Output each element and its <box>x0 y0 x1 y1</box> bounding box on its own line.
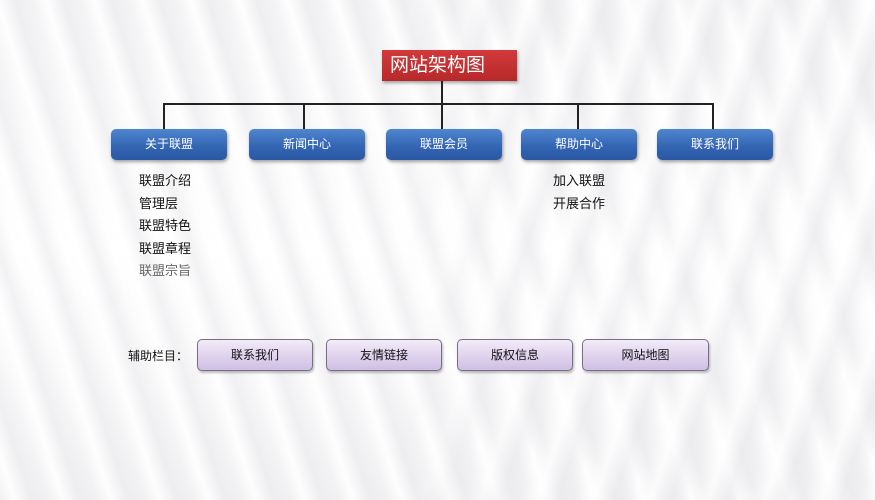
connector-horizontal <box>163 103 714 105</box>
child-item[interactable]: 联盟章程 <box>139 241 192 257</box>
child-item[interactable]: 加入联盟 <box>553 174 606 189</box>
aux-contact-us[interactable]: 联系我们 <box>197 339 313 371</box>
child-item[interactable]: 开展合作 <box>553 196 606 212</box>
node-help-center[interactable]: 帮助中心 <box>521 129 637 160</box>
connector-drop-2 <box>303 103 305 129</box>
connector-drop-1 <box>163 103 165 129</box>
node-members[interactable]: 联盟会员 <box>386 129 502 160</box>
node-about-alliance[interactable]: 关于联盟 <box>111 129 227 160</box>
help-center-children: 加入联盟 开展合作 <box>553 171 605 216</box>
connector-drop-5 <box>712 103 714 129</box>
aux-sitemap[interactable]: 网站地图 <box>582 339 709 371</box>
about-alliance-children: 联盟介绍 管理层 联盟特色 联盟章程 联盟宗旨 <box>139 171 191 284</box>
diagram-title: 网站架构图 <box>382 50 517 81</box>
child-item[interactable]: 联盟介绍 <box>139 174 192 189</box>
aux-friend-links[interactable]: 友情链接 <box>326 339 442 371</box>
node-news-center[interactable]: 新闻中心 <box>249 129 365 160</box>
aux-copyright[interactable]: 版权信息 <box>457 339 573 371</box>
child-item[interactable]: 联盟宗旨 <box>139 264 192 279</box>
child-item[interactable]: 管理层 <box>139 196 179 212</box>
child-item[interactable]: 联盟特色 <box>139 219 192 234</box>
auxiliary-label: 辅助栏目： <box>128 349 189 363</box>
node-contact-us[interactable]: 联系我们 <box>657 129 773 160</box>
connector-trunk <box>441 81 443 129</box>
connector-drop-4 <box>577 103 579 129</box>
